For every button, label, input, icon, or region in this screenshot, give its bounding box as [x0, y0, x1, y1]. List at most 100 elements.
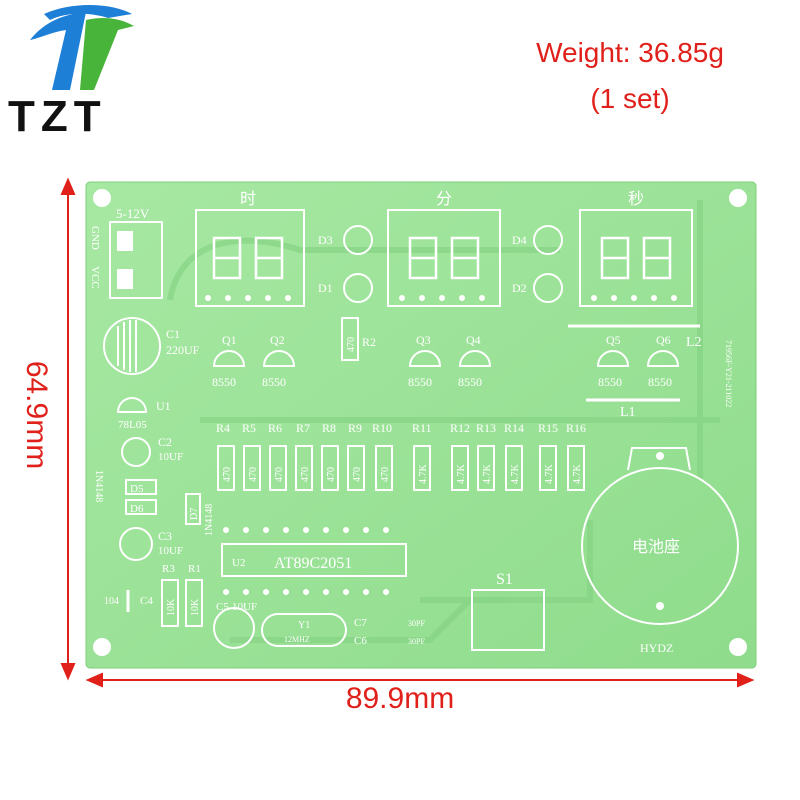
label-battery: 电池座 [632, 538, 680, 556]
transistor-q4 [458, 350, 492, 367]
r11-value: 4.7K [418, 464, 429, 485]
height-arrow-top [60, 177, 76, 195]
label-q6-model: 8550 [648, 375, 672, 389]
r6-value: 470 [274, 467, 285, 482]
weight-line: Weight: 36.85g [536, 37, 724, 68]
capacitor-c2 [121, 437, 151, 467]
label-r12: R12 [450, 421, 470, 435]
led-d4 [533, 225, 563, 255]
label-u1: U1 [156, 399, 171, 413]
weight-info: Weight: 36.85g (1 set) [470, 30, 790, 122]
label-r15: R15 [538, 421, 558, 435]
transistor-q1 [212, 350, 246, 367]
transistor-q2 [262, 350, 296, 367]
label-q6: Q6 [656, 333, 671, 347]
r9-value: 470 [352, 467, 363, 482]
label-second: 秒 [628, 190, 644, 208]
set-line: (1 set) [590, 83, 670, 114]
r3-value: 10K [166, 598, 177, 616]
label-d7: D7 [189, 508, 200, 520]
r13-value: 4.7K [482, 464, 493, 485]
label-c7-val: 30PF [408, 619, 425, 628]
width-dimension-label: 89.9mm [345, 682, 455, 715]
label-r6: R6 [268, 421, 282, 435]
label-r11: R11 [412, 421, 432, 435]
label-q2-model: 8550 [262, 375, 286, 389]
label-u2: U2 [232, 557, 245, 569]
transistor-q6 [646, 350, 680, 367]
label-l1: L1 [620, 405, 636, 420]
width-arrow-left [85, 672, 103, 688]
r8-value: 470 [326, 467, 337, 482]
capacitor-c1 [103, 317, 161, 375]
label-d5: D5 [130, 483, 144, 495]
label-c5: C5 [216, 601, 229, 613]
diode-d6 [125, 499, 157, 515]
logo-mark-icon [30, 5, 134, 90]
label-c2: C2 [158, 435, 172, 449]
led-d2 [533, 273, 563, 303]
label-s1: S1 [496, 571, 513, 588]
label-r3: R3 [162, 563, 175, 575]
label-hydz: HYDZ [640, 641, 673, 655]
label-r8: R8 [322, 421, 336, 435]
label-q4: Q4 [466, 333, 481, 347]
label-c6-val: 30PF [408, 637, 425, 646]
label-q1: Q1 [222, 333, 237, 347]
label-q3-model: 8550 [408, 375, 432, 389]
led-d3 [343, 225, 373, 255]
label-u1-val: 78L05 [118, 419, 147, 431]
label-c2-val: 10UF [158, 451, 183, 463]
label-r10: R10 [372, 421, 392, 435]
diode-d7 [185, 493, 201, 525]
label-hour: 时 [240, 190, 256, 208]
label-c3-val: 10UF [158, 545, 183, 557]
r1-value: 10K [190, 598, 201, 616]
label-c4-val: 104 [104, 596, 119, 607]
battery-holder [581, 467, 739, 625]
label-d1: D1 [318, 281, 333, 295]
label-d4: D4 [512, 233, 527, 247]
r5-value: 470 [248, 467, 259, 482]
power-connector [109, 221, 163, 299]
r14-value: 4.7K [510, 464, 521, 485]
led-d1 [343, 273, 373, 303]
transistor-q5 [596, 350, 630, 367]
label-diode-model-left: 1N4148 [93, 470, 104, 502]
resistor-r2 [341, 317, 359, 361]
resistor-r3 [161, 579, 179, 627]
label-d3: D3 [318, 233, 333, 247]
label-r13: R13 [476, 421, 496, 435]
label-y1-val: 12MHZ [284, 635, 310, 644]
regulator-u1 [116, 397, 148, 413]
label-r14: R14 [504, 421, 524, 435]
display-hour [195, 209, 305, 307]
label-c4: C4 [140, 595, 153, 607]
brand-logo [0, 0, 160, 150]
mount-hole-tr [729, 189, 747, 207]
mount-hole-bl [93, 638, 111, 656]
label-r7: R7 [296, 421, 310, 435]
r7-value: 470 [300, 467, 311, 482]
r16-value: 4.7K [572, 464, 583, 485]
r15-value: 4.7K [544, 464, 555, 485]
diode-d5 [125, 479, 157, 495]
label-d6: D6 [130, 503, 144, 515]
r4-value: 470 [222, 467, 233, 482]
capacitor-c3 [119, 527, 153, 561]
label-mcu: AT89C2051 [274, 555, 352, 572]
label-r16: R16 [566, 421, 586, 435]
label-board-code: 71956F-Y21-211022 [724, 340, 733, 407]
label-vcc: VCC [89, 266, 101, 289]
r12-value: 4.7K [456, 464, 467, 485]
label-c6: C6 [354, 635, 367, 647]
label-l2: L2 [686, 335, 702, 350]
resistor-row [217, 445, 585, 491]
label-c1-val: 220UF [166, 343, 200, 357]
label-r9: R9 [348, 421, 362, 435]
label-r2: R2 [362, 335, 376, 349]
r10-value: 470 [380, 467, 391, 482]
label-q5-model: 8550 [598, 375, 622, 389]
crystal-y1 [261, 613, 347, 647]
transistor-q3 [408, 350, 442, 367]
